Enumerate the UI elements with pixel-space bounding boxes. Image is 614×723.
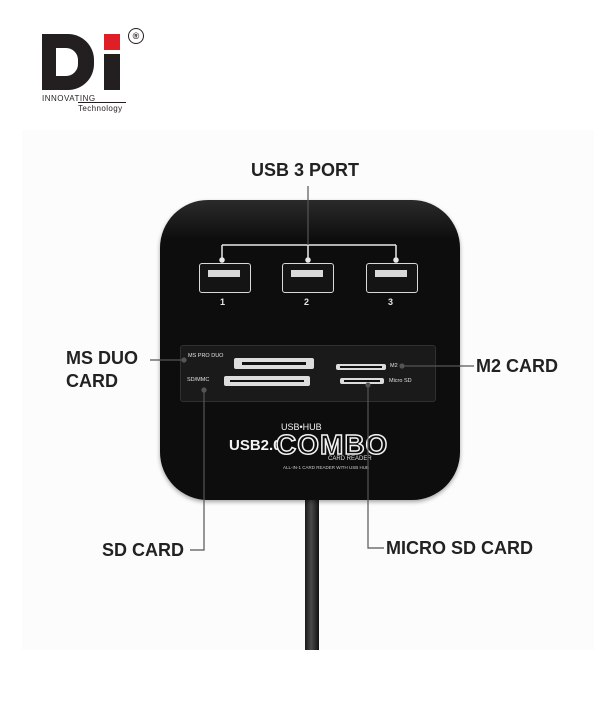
callout-micro-sd-card: MICRO SD CARD <box>386 538 533 558</box>
registered-mark-icon: ® <box>128 28 144 44</box>
m2-dot <box>399 363 405 369</box>
usb-port-2 <box>282 263 334 293</box>
usb-dot-2 <box>305 257 311 263</box>
m2-slot <box>336 364 386 370</box>
card-reader-subtitle: CARD READER <box>328 456 372 462</box>
usb-port-tongue <box>291 270 323 277</box>
callout-usb3-port: USB 3 PORT <box>251 160 360 180</box>
callout-ms-duo-line1: MS DUO <box>66 348 138 368</box>
callout-sd-card: SD CARD <box>102 540 185 560</box>
logo-letter-d <box>42 34 94 90</box>
usb-dot-3 <box>393 257 399 263</box>
logo-red-square <box>104 34 120 50</box>
label-sd-mmc: SD/MMC <box>187 377 210 383</box>
brand-logo: ® INNOVATING Technology <box>42 28 152 116</box>
usb-hub-text: USB•HUB <box>281 422 322 432</box>
card-reader-panel <box>180 345 436 402</box>
logo-letter-i-stem <box>104 54 120 90</box>
product-description: ALL-IN-1 CARD READER WITH USB HUB <box>283 465 370 470</box>
usb-cable <box>305 500 319 650</box>
port-number-3: 3 <box>388 297 394 307</box>
logo-tagline-divider <box>78 102 126 103</box>
ms-duo-dot <box>181 357 187 363</box>
usb-dot-1 <box>219 257 225 263</box>
usb-port-3 <box>366 263 418 293</box>
sd-leader <box>190 392 205 551</box>
callout-m2-card: M2 CARD <box>476 356 559 376</box>
label-micro-sd: Micro SD <box>389 378 412 384</box>
micro-sd-dot <box>365 382 371 388</box>
label-ms-pro-duo: MS PRO DUO <box>188 353 224 359</box>
logo-tagline-technology: Technology <box>78 104 123 113</box>
port-number-1: 1 <box>220 297 226 307</box>
sd-slot <box>224 376 310 386</box>
port-number-2: 2 <box>304 297 310 307</box>
micro-sd-slot <box>340 378 384 384</box>
sd-dot <box>201 387 207 393</box>
usb-port-tongue <box>375 270 407 277</box>
callout-ms-duo-line2: CARD <box>66 371 118 391</box>
usb-port-1 <box>199 263 251 293</box>
usb-port-tongue <box>208 270 240 277</box>
logo-tagline-innovating: INNOVATING <box>42 94 96 103</box>
micro-sd-leader <box>367 386 384 549</box>
device-gloss <box>160 200 460 240</box>
ms-pro-duo-slot <box>234 358 314 369</box>
label-m2: M2 <box>390 363 398 369</box>
product-name-combo: COMBO <box>275 428 389 461</box>
usb-version-text: USB2.0 <box>229 437 282 454</box>
